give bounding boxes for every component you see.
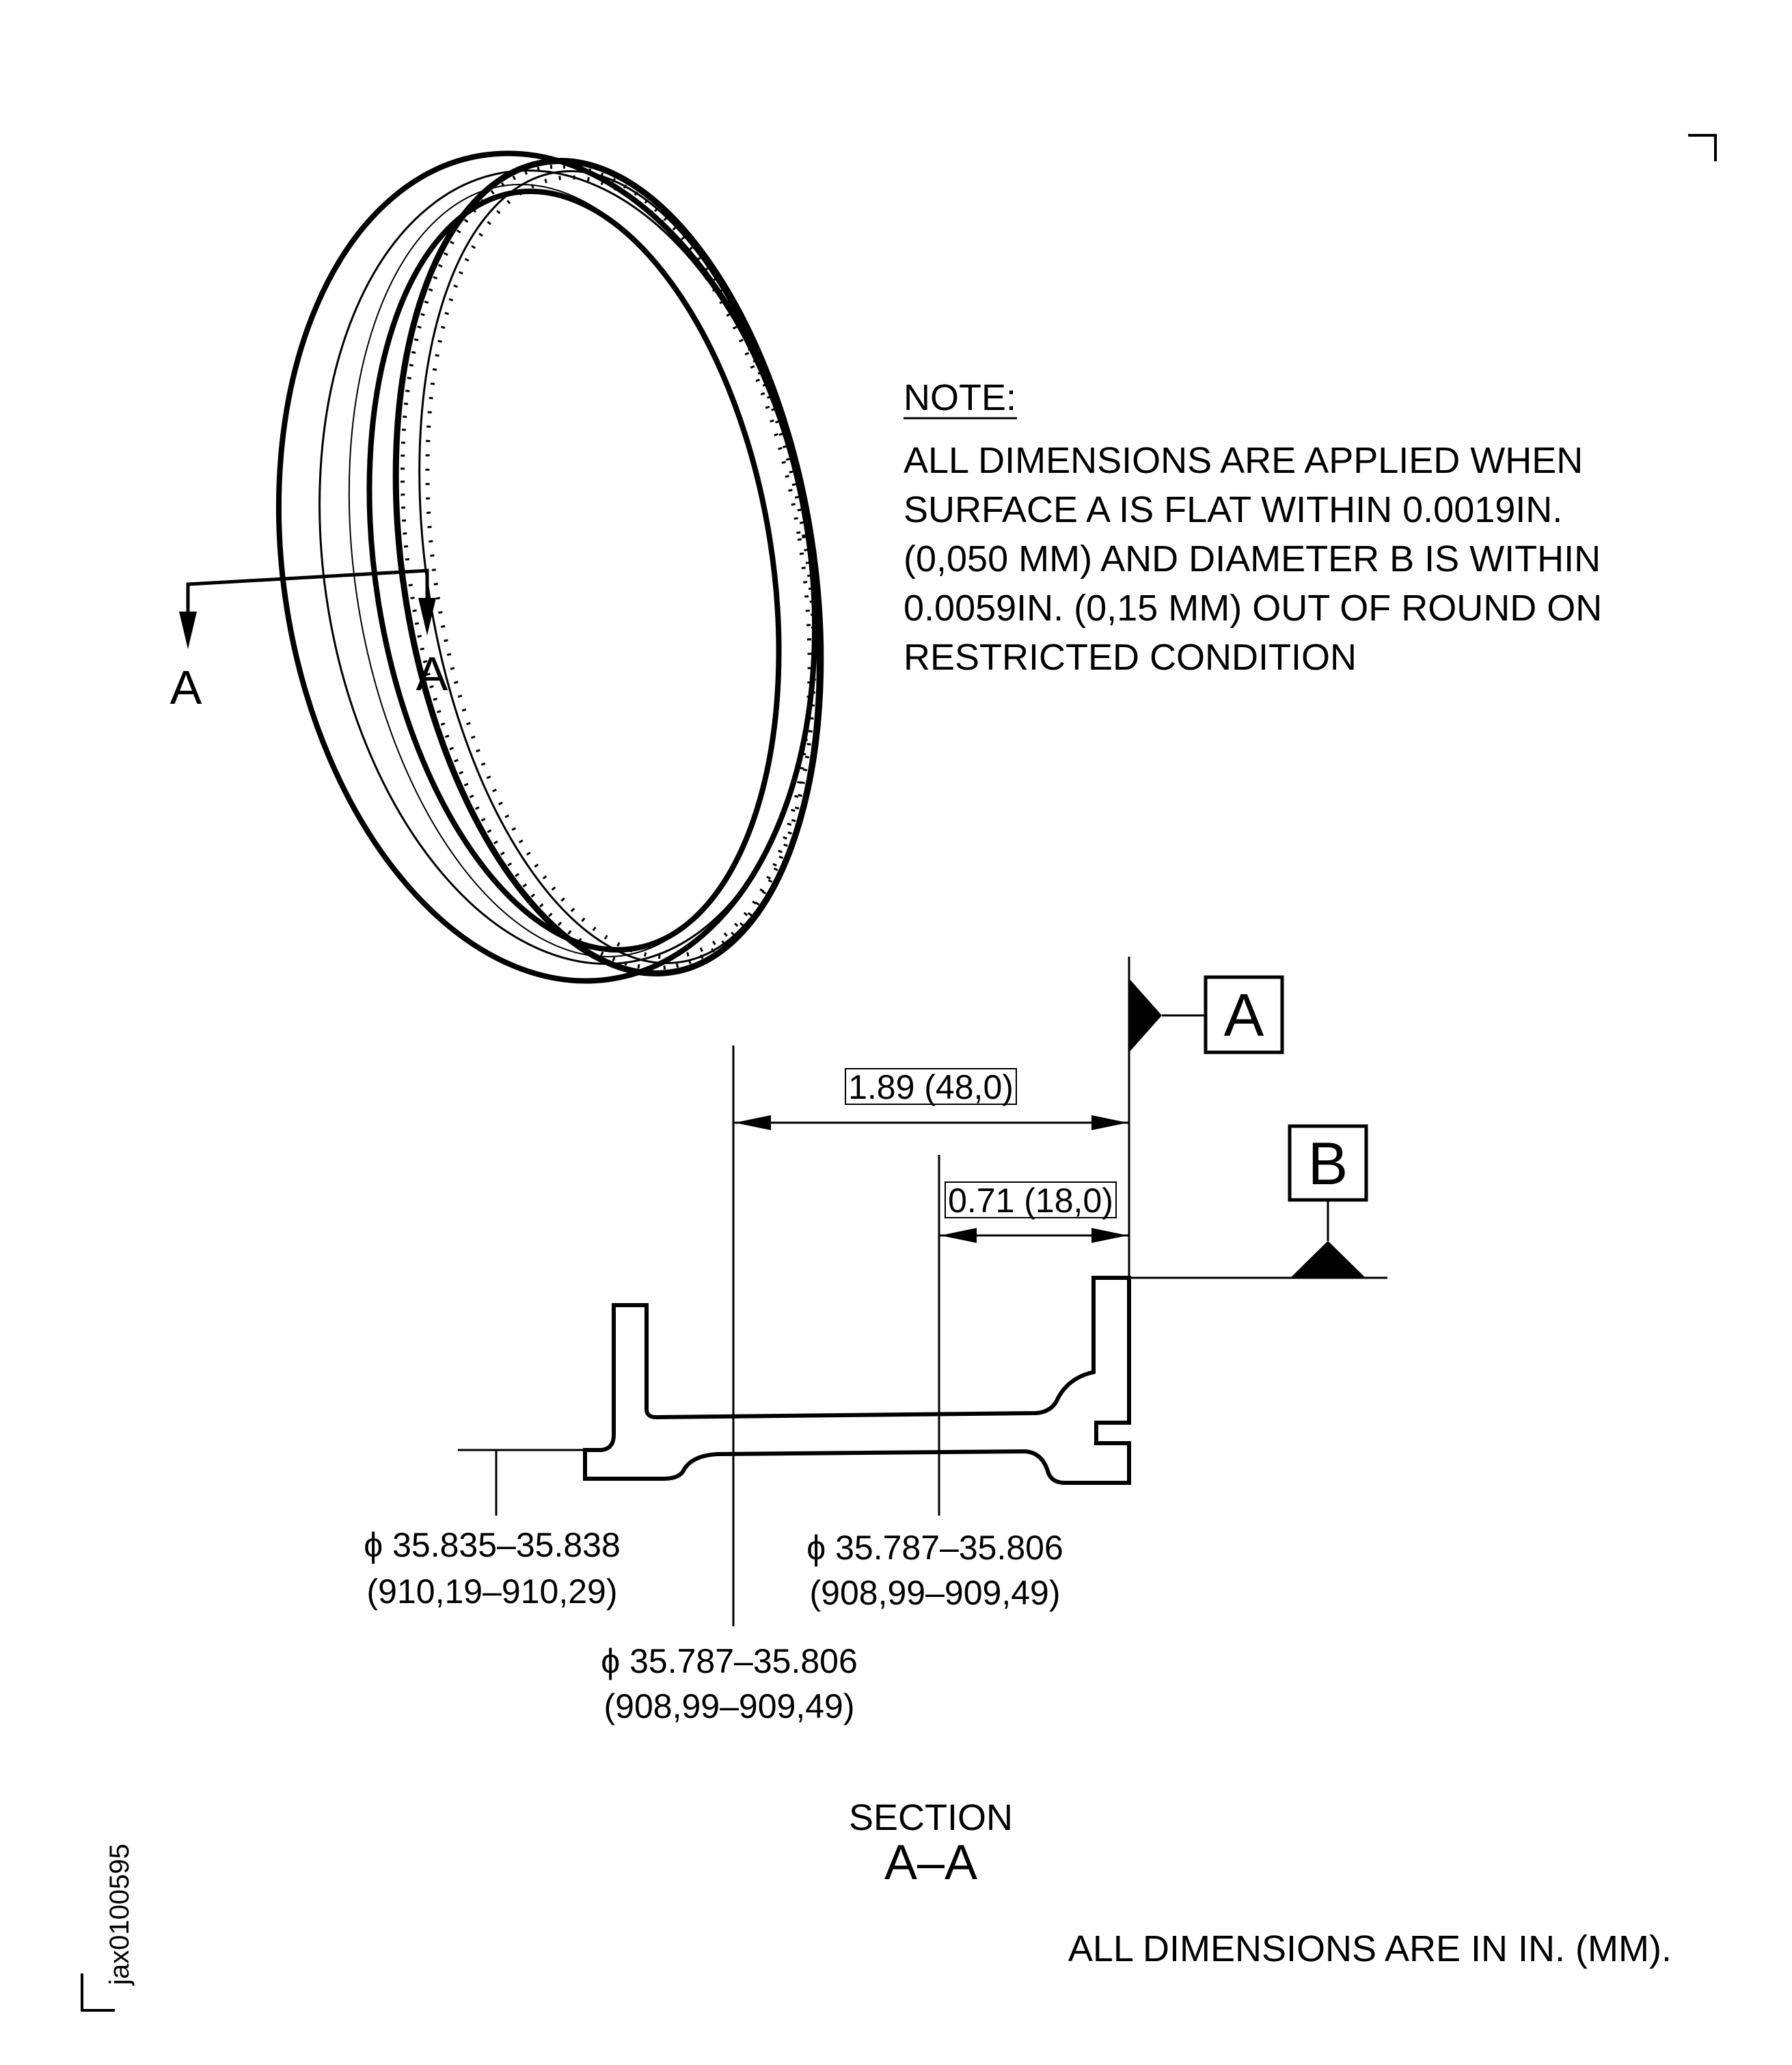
cutting-plane-line <box>179 569 436 649</box>
dim-text-dia-mid-in: ϕ 35.787–35.806 <box>601 1642 858 1680</box>
cutting-plane-label-right: A <box>416 647 448 700</box>
note-line-2: SURFACE A IS FLAT WITHIN 0.0019IN. <box>904 489 1562 530</box>
ring-flange-bolt-circle <box>400 164 817 970</box>
note-line-5: RESTRICTED CONDITION <box>904 637 1357 678</box>
note-line-4: 0.0059IN. (0,15 MM) OUT OF ROUND ON <box>904 588 1602 629</box>
datum-a-box <box>1204 975 1284 1054</box>
dim-arrow-inner-left <box>940 1228 977 1243</box>
dim-text-dia-mid-mm: (908,99–909,49) <box>604 1687 855 1725</box>
cutting-plane-arrow-left <box>179 612 197 649</box>
ring-rear-inner-edge <box>418 170 819 964</box>
dim-text-dia-right-mm: (908,99–909,49) <box>810 1574 1061 1612</box>
dim-box-overall-width <box>845 1068 1017 1105</box>
ring-rear-outer-edge <box>392 158 824 976</box>
note-heading: NOTE: <box>904 377 1016 418</box>
datum-b-triangle <box>1290 1241 1366 1278</box>
cutting-plane-arrow-right <box>418 598 436 635</box>
dim-text-dia-left-mm: (910,19–910,29) <box>367 1572 618 1611</box>
note-line-3: (0,050 MM) AND DIAMETER B IS WITHIN <box>904 538 1601 579</box>
cutting-plane-label-left: A <box>170 661 202 714</box>
dim-text-dia-right-in: ϕ 35.787–35.806 <box>806 1529 1063 1567</box>
ring-iso-view <box>275 150 824 984</box>
ring-flange-bolt-circle-2 <box>425 175 812 959</box>
units-note: ALL DIMENSIONS ARE IN IN. (MM). <box>1068 1928 1672 1969</box>
drawing-id: jax0100595 <box>105 1844 135 1986</box>
datum-a-triangle <box>1129 979 1162 1052</box>
dim-box-inner-width <box>945 1181 1117 1218</box>
dim-text-inner-width: 0.71 (18,0) <box>948 1181 1113 1220</box>
dim-text-overall-width: 1.89 (48,0) <box>848 1068 1014 1106</box>
section-title: SECTION <box>849 1797 1013 1838</box>
dim-arrow-inner-right <box>1091 1228 1128 1243</box>
section-profile <box>583 1276 1131 1485</box>
dim-text-dia-left-in: ϕ 35.835–35.838 <box>364 1526 621 1564</box>
ring-bore-groove <box>348 183 780 958</box>
section-subtitle: A–A <box>884 1835 977 1890</box>
corner-mark-bottom-left <box>81 1973 115 2012</box>
dim-arrow-overall-left <box>735 1115 771 1130</box>
datum-b-letter: B <box>1308 1130 1348 1197</box>
corner-mark-top-right <box>1688 134 1717 161</box>
ring-bore <box>366 189 782 953</box>
datum-a-letter: A <box>1224 981 1264 1049</box>
note-line-1: ALL DIMENSIONS ARE APPLIED WHEN <box>904 440 1583 481</box>
dim-arrow-overall-right <box>1091 1115 1128 1130</box>
